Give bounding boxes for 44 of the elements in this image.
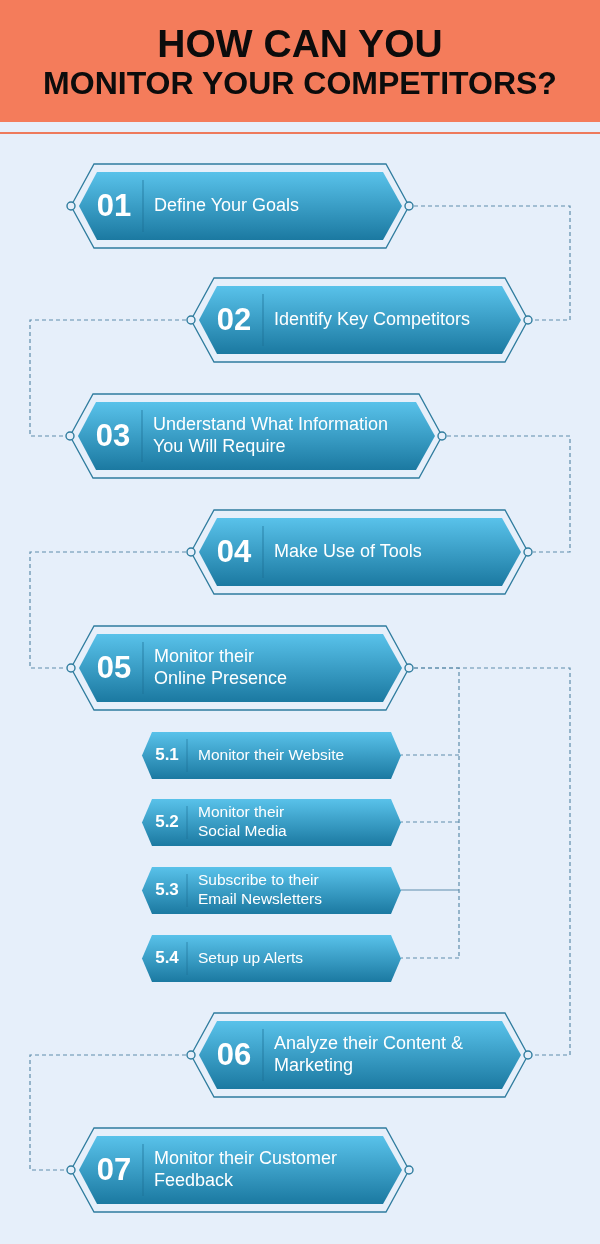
step-number: 01 — [96, 189, 132, 223]
step-label: Setup up Alerts — [198, 948, 304, 968]
connector-line — [413, 667, 460, 959]
step-number: 03 — [95, 419, 131, 453]
title: HOW CAN YOU MONITOR YOUR COMPETITORS? — [42, 21, 558, 102]
step-hexagon — [66, 1127, 414, 1213]
connector-line — [29, 551, 187, 669]
connector-line — [29, 319, 187, 437]
step-number: 07 — [96, 1153, 132, 1187]
substep-hexagon — [142, 798, 401, 846]
connector-line — [413, 205, 571, 321]
step-label: Identify Key Competitors — [274, 309, 471, 331]
connector-line — [446, 435, 571, 553]
step-hexagon — [186, 1012, 533, 1098]
step-number: 5.1 — [155, 746, 179, 764]
step-label: Monitor their Online Presence — [154, 646, 289, 690]
substep-hexagon — [142, 866, 401, 914]
step-hexagon — [65, 393, 447, 479]
step-hexagon — [186, 509, 533, 595]
step-number: 05 — [96, 651, 132, 685]
step-label: Analyze their Content & Marketing — [274, 1033, 465, 1077]
connector-line — [400, 957, 460, 959]
step-hexagon — [186, 277, 533, 363]
step-label: Define Your Goals — [154, 195, 300, 217]
connector-line — [400, 821, 460, 823]
step-number: 02 — [216, 303, 252, 337]
connector-line — [400, 889, 460, 891]
connector-line — [29, 1054, 187, 1171]
step-number: 06 — [216, 1038, 252, 1072]
step-label: Understand What Information You Will Require — [153, 414, 390, 458]
substep-hexagon — [142, 731, 401, 779]
step-hexagon — [66, 163, 414, 249]
step-number: 5.4 — [155, 949, 179, 967]
step-number: 04 — [216, 535, 252, 569]
step-number: 5.2 — [155, 813, 179, 831]
step-label: Subscribe to their Email Newsletters — [198, 871, 324, 909]
step-hexagon — [66, 625, 414, 711]
step-number: 5.3 — [155, 881, 179, 899]
step-label: Monitor their Customer Feedback — [154, 1148, 339, 1192]
step-label: Monitor their Website — [198, 745, 345, 765]
connector-line — [400, 754, 460, 756]
substep-hexagon — [142, 934, 401, 982]
step-label: Monitor their Social Media — [198, 803, 288, 841]
step-label: Make Use of Tools — [274, 541, 422, 563]
